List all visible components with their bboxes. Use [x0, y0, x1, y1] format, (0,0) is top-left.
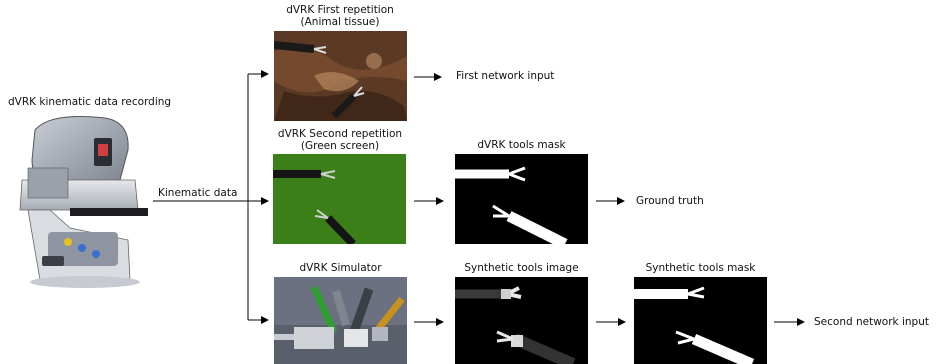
synthetic-image-title: Synthetic tools image [464, 262, 579, 274]
simulator-image [274, 277, 407, 364]
recording-title: dVRK kinematic data recording [8, 96, 172, 108]
surgical-console-icon [19, 116, 148, 288]
tools-mask-image [455, 154, 588, 244]
synthetic-mask-image [634, 277, 767, 364]
second-repetition-title-line2: (Green screen) [300, 140, 380, 152]
first-repetition-title-line1: dVRK First repetition [286, 4, 394, 16]
synthetic-mask-title: Synthetic tools mask [645, 262, 756, 274]
second-network-input-label: Second network input [814, 316, 929, 328]
first-network-input-label: First network input [456, 70, 555, 82]
ground-truth-label: Ground truth [636, 195, 704, 207]
second-repetition-title-line1: dVRK Second repetition [277, 128, 403, 140]
tools-mask-title: dVRK tools mask [477, 139, 566, 151]
green-screen-image [273, 154, 406, 244]
synthetic-image [455, 277, 588, 364]
simulator-title: dVRK Simulator [299, 262, 382, 274]
second-repetition-title: dVRK Second repetition (Green screen) [270, 128, 410, 152]
kinematic-data-label: Kinematic data [158, 187, 238, 199]
first-repetition-title: dVRK First repetition (Animal tissue) [270, 4, 410, 28]
first-repetition-title-line2: (Animal tissue) [300, 16, 380, 28]
animal-tissue-image [274, 31, 407, 121]
